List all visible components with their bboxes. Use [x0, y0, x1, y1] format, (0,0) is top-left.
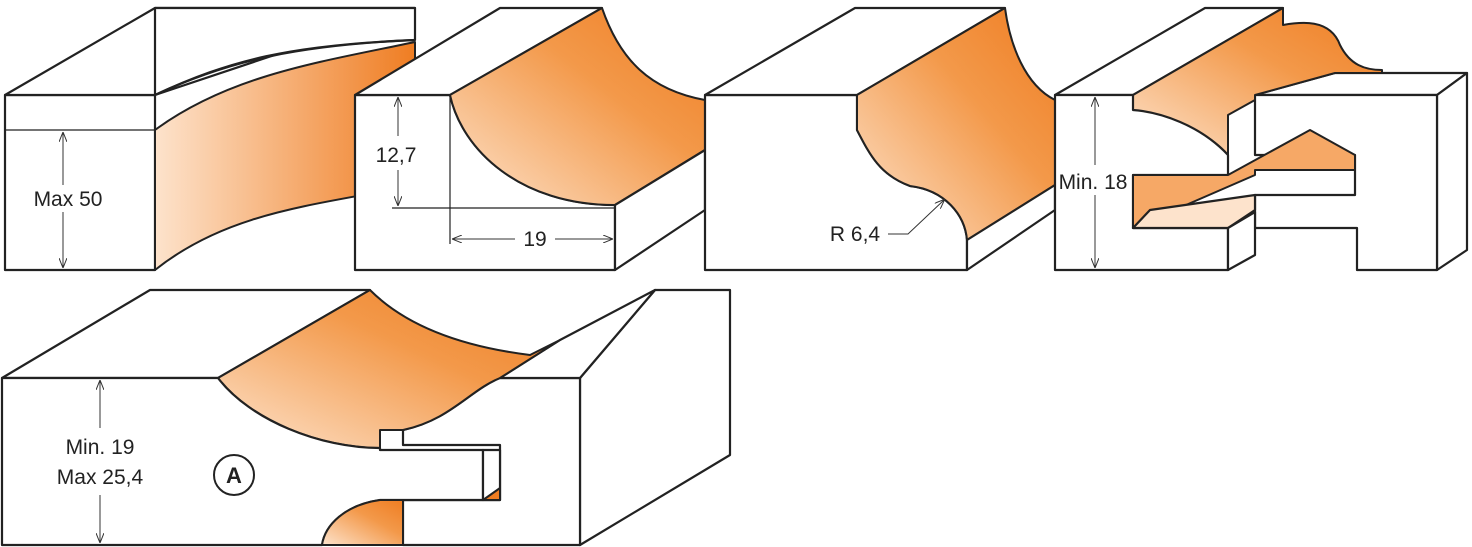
- profile-4-rail-stile-joint: Min. 18: [1053, 6, 1469, 272]
- dim-label-min-19: Min. 19: [66, 436, 135, 459]
- profile-5-raised-panel-a: Min. 19 Max 25,4 A: [0, 288, 732, 547]
- dim-label-r-6-4: R 6,4: [830, 223, 881, 246]
- marker-a-badge: A: [213, 454, 255, 496]
- dimension-min-18: Min. 18: [1057, 98, 1129, 267]
- dim-label-max-50: Max 50: [34, 188, 103, 211]
- profile-1-straight-panel: Max 50: [3, 6, 417, 272]
- dimension-12-7: 12,7: [376, 95, 615, 244]
- dimension-r-6-4: R 6,4: [830, 200, 944, 246]
- dimension-max-50: Max 50: [34, 133, 103, 267]
- dim-label-min-18: Min. 18: [1059, 171, 1128, 194]
- profile-3-ogee-panel: R 6,4: [703, 6, 1057, 272]
- dim-label-12-7: 12,7: [376, 144, 417, 167]
- dim-label-19: 19: [523, 228, 546, 251]
- dim-label-max-25-4: Max 25,4: [57, 466, 144, 489]
- dimension-19: 19: [453, 228, 612, 251]
- dimension-min-19-max-25-4: Min. 19 Max 25,4: [57, 381, 144, 542]
- marker-a-label: A: [226, 463, 242, 488]
